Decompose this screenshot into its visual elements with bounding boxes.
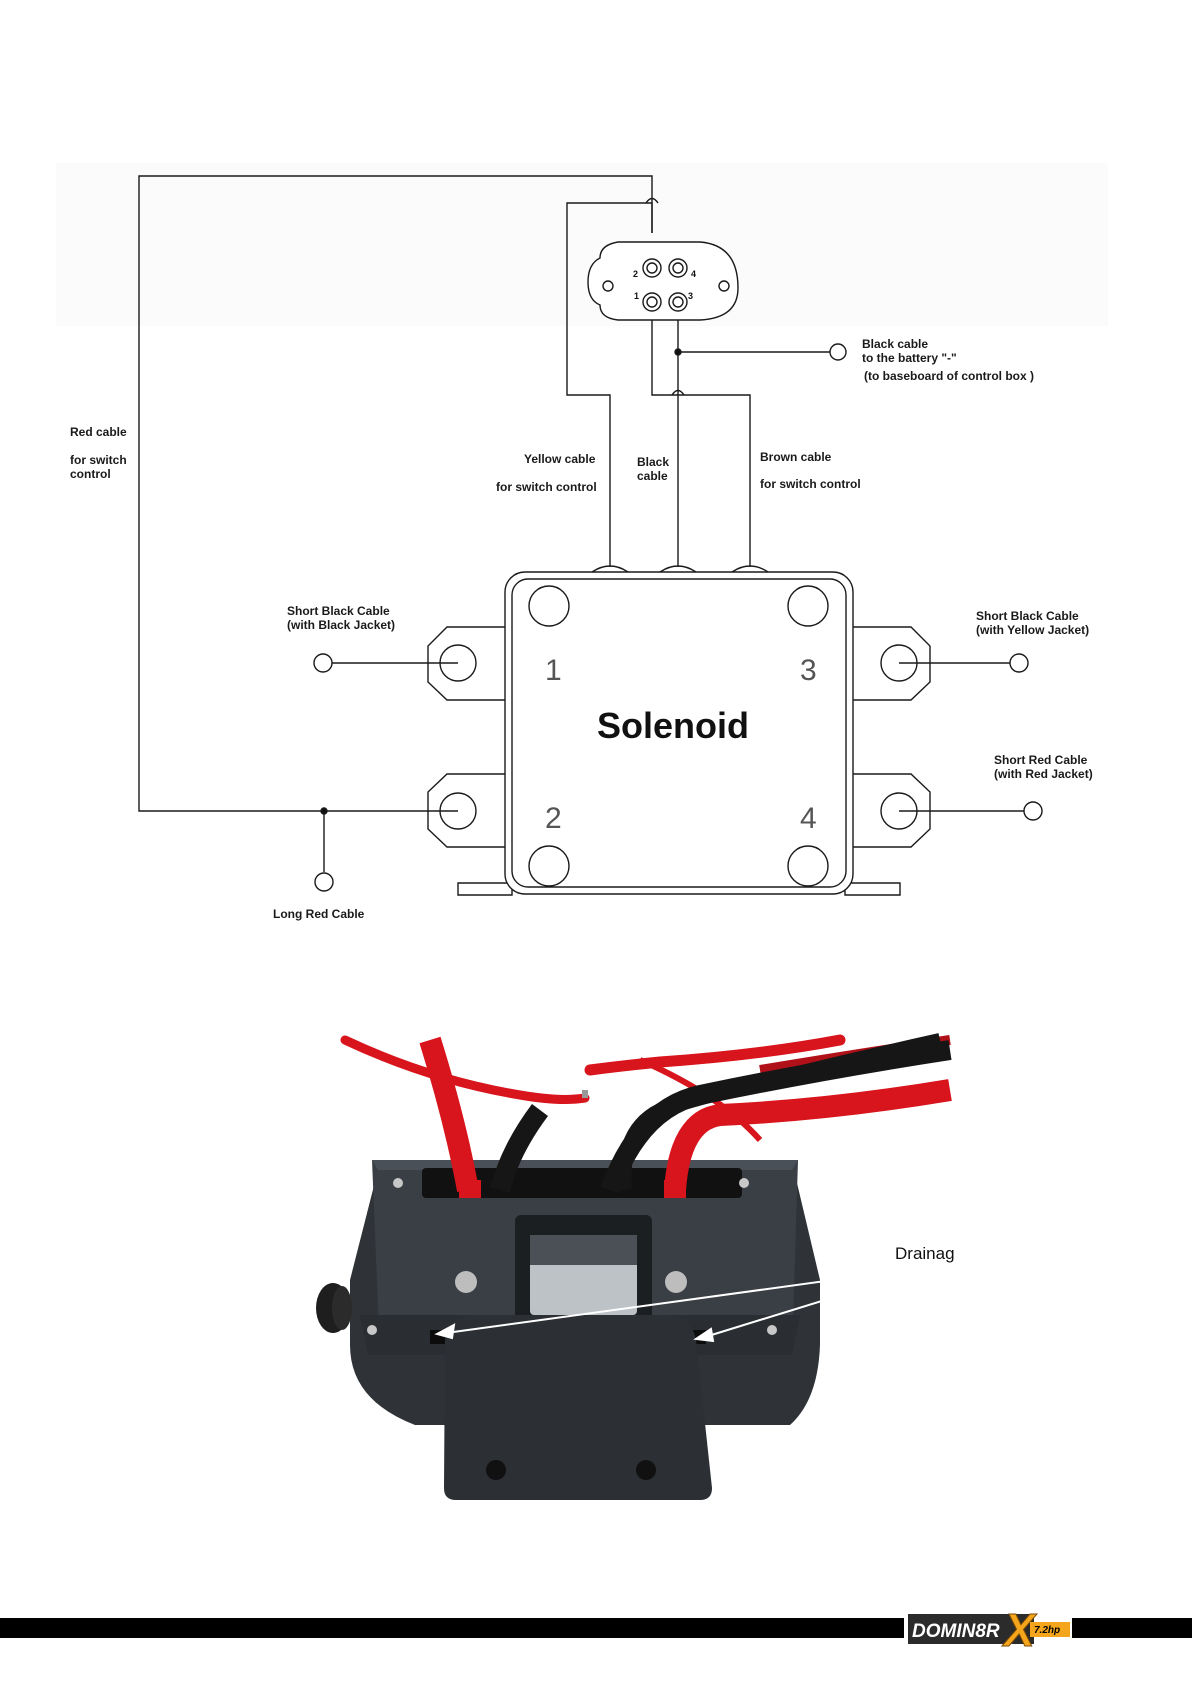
solenoid-body [427,565,931,896]
pin-label-2: 2 [633,269,638,279]
label-black-battery-2: to the battery "-" [862,351,957,365]
label-brown-1: Brown cable [760,450,832,464]
label-short-red-1: Short Red Cable [994,753,1088,767]
solenoid-title: Solenoid [597,705,749,746]
label-short-black-2: (with Black Jacket) [287,618,395,632]
label-black-battery-1: Black cable [862,337,928,351]
label-brown-2: for switch control [760,477,861,491]
label-short-black-yellow-1: Short Black Cable [976,609,1079,623]
label-black-battery-3: (to baseboard of control box ) [864,369,1034,383]
label-red-switch-1: Red cable [70,425,127,439]
short-red-terminal [1023,801,1043,821]
terminal-number-3: 3 [800,654,817,687]
short-black-yellow-terminal [1009,653,1029,673]
long-red-terminal [314,872,334,892]
control-box-photo [316,1033,952,1500]
footer-bar [0,1618,1192,1638]
label-short-red-2: (with Red Jacket) [994,767,1093,781]
label-black-2: cable [637,469,668,483]
label-yellow-2: for switch control [496,480,597,494]
label-red-switch-2: for switch [70,453,127,467]
battery-negative-terminal [829,343,847,361]
logo-sub: 7.2hp [1034,1625,1060,1636]
short-black-terminal [313,653,333,673]
brown-wire [651,300,751,567]
pin-label-1: 1 [634,291,639,301]
drainage-arrows [434,1265,936,1343]
drainage-annotation: Drainag [895,1244,955,1263]
label-long-red: Long Red Cable [273,907,365,921]
pin-label-3: 3 [688,291,693,301]
label-short-black-1: Short Black Cable [287,604,390,618]
terminal-number-1: 1 [545,654,562,687]
label-yellow-1: Yellow cable [524,452,596,466]
logo-text: DOMIN8R [912,1621,1000,1642]
pin-label-4: 4 [691,269,696,279]
label-short-black-yellow-2: (with Yellow Jacket) [976,623,1089,637]
red-switch-wire [138,175,653,812]
connector-plug [587,241,739,321]
domin8r-logo: DOMIN8R X 7.2hp [904,1604,1072,1657]
terminal-number-4: 4 [800,802,817,835]
yellow-wire [566,202,653,567]
terminal-number-2: 2 [545,802,562,835]
label-red-switch-3: control [70,467,111,481]
wiring-diagram: 2 4 1 3 [56,163,1108,896]
label-black-1: Black [637,455,669,469]
